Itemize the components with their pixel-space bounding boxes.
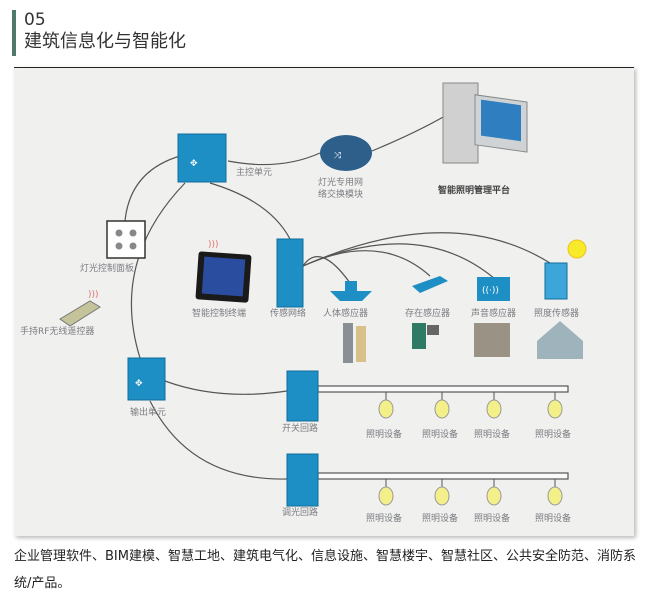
caption: 企业管理软件、BIM建模、智慧工地、建筑电气化、信息设施、智慧楼宇、智慧社区、公… xyxy=(14,549,636,591)
dimmer-loop-label: 调光回路 xyxy=(282,506,318,518)
output-unit-label: 输出单元 xyxy=(130,406,166,418)
section-header: 05 建筑信息化与智能化 xyxy=(12,10,186,56)
motion-sensor-icon xyxy=(330,281,372,301)
svg-text:((·)): ((·)) xyxy=(482,286,499,296)
network-switch-label: 灯光专用网 xyxy=(318,176,363,188)
lighting-device-label: 照明设备 xyxy=(474,512,510,524)
light-bulb-icon xyxy=(434,486,450,506)
remote-icon xyxy=(59,300,101,327)
svg-text:))): ))) xyxy=(208,240,219,250)
control-panel-icon xyxy=(106,220,146,259)
lighting-device-label: 照明设备 xyxy=(366,428,402,440)
light-bulb-icon xyxy=(547,486,563,506)
sensor-network-label: 传感网络 xyxy=(270,307,306,319)
lighting-device-label: 照明设备 xyxy=(535,428,571,440)
lighting-device-label: 照明设备 xyxy=(366,512,402,524)
main-control-label: 主控单元 xyxy=(236,166,272,178)
sensor-network-icon xyxy=(276,238,304,308)
light-bulb-icon xyxy=(486,486,502,506)
lighting-device-label: 照明设备 xyxy=(422,428,458,440)
light-bulb-icon xyxy=(378,399,394,419)
lighting-system-diagram: 智能照明管理平台 ✥ 主控单元 ⤨ 灯光专用网 络交换模块 灯光控制面板 )))… xyxy=(14,67,634,536)
presence-sensor-icon xyxy=(412,276,448,293)
remote-label: 手持RF无线遥控器 xyxy=(20,325,94,337)
people-illustrations xyxy=(343,321,583,363)
network-switch-icon xyxy=(320,135,372,171)
light-bulb-icon xyxy=(547,399,563,419)
sun-icon xyxy=(567,239,587,259)
computer-icon xyxy=(442,82,528,164)
section-title: 建筑信息化与智能化 xyxy=(24,31,186,52)
sensor-label: 存在感应器 xyxy=(405,307,450,319)
light-sensor-icon xyxy=(544,262,568,300)
lighting-device-label: 照明设备 xyxy=(422,512,458,524)
sensor-label: 人体感应器 xyxy=(323,307,368,319)
output-unit-icon xyxy=(127,357,166,401)
dimmer-loop-icon xyxy=(286,453,319,507)
platform-label: 智能照明管理平台 xyxy=(438,184,510,196)
sensor-label: 照度传感器 xyxy=(534,307,579,319)
control-panel-label: 灯光控制面板 xyxy=(80,262,134,274)
light-bulb-icon xyxy=(486,399,502,419)
network-switch-label: 络交换模块 xyxy=(318,188,363,200)
lighting-device-label: 照明设备 xyxy=(535,512,571,524)
light-bulb-icon xyxy=(434,399,450,419)
section-number: 05 xyxy=(24,10,46,30)
lighting-device-label: 照明设备 xyxy=(474,428,510,440)
sensor-label: 声音感应器 xyxy=(471,307,516,319)
main-control-icon xyxy=(177,133,227,183)
switch-loop-icon xyxy=(286,370,319,422)
svg-text:✥: ✥ xyxy=(190,159,198,169)
svg-text:✥: ✥ xyxy=(135,379,143,389)
terminal-label: 智能控制终端 xyxy=(192,307,246,319)
svg-text:))): ))) xyxy=(88,290,99,300)
sound-sensor-icon xyxy=(477,277,510,301)
switch-loop-label: 开关回路 xyxy=(282,422,318,434)
svg-text:⤨: ⤨ xyxy=(334,151,342,161)
light-bulb-icon xyxy=(378,486,394,506)
